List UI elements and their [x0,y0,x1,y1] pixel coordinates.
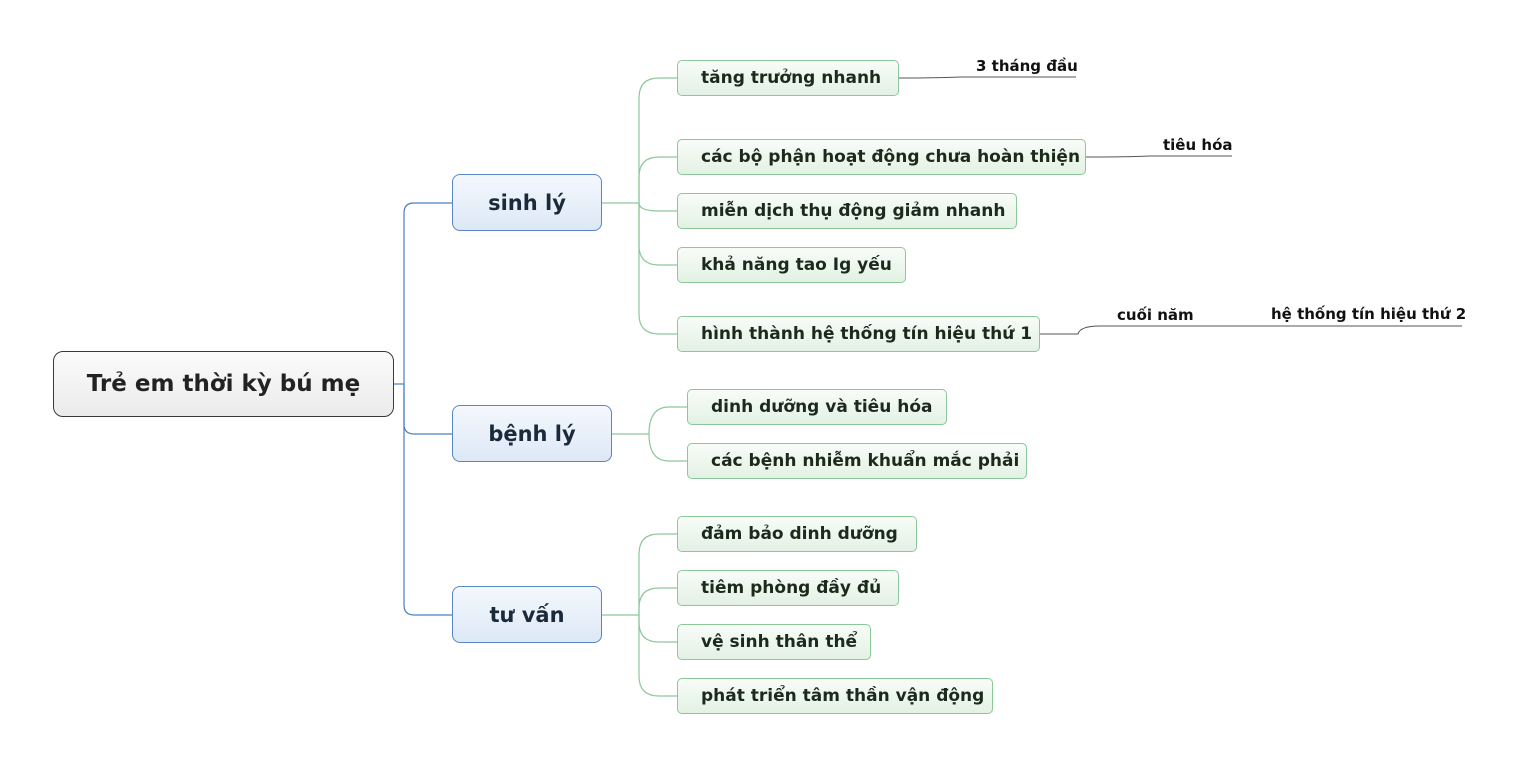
subtopic-kha-nang-tao-ig[interactable]: khả năng tao Ig yếu [677,247,906,283]
subtopic-label: hình thành hệ thống tín hiệu thứ 1 [701,324,1033,344]
note-cuoi-nam[interactable]: cuối năm [1117,306,1194,324]
subtopic-label: đảm bảo dinh dưỡng [701,524,898,544]
subtopic-label: phát triển tâm thần vận động [701,686,985,706]
subtopic-tiem-phong[interactable]: tiêm phòng đầy đủ [677,570,899,606]
connector-root-tu-van [403,384,452,616]
connector-benh-ly-2 [648,433,687,462]
connector-sinh-ly-3 [638,202,677,212]
note-line-tieu-hoa [1085,155,1232,158]
subtopic-label: vệ sinh thân thể [701,632,858,652]
subtopic-mien-dich[interactable]: miễn dịch thụ động giảm nhanh [677,193,1017,229]
connector-tu-van-1 [638,533,677,615]
subtopic-tang-truong-nhanh[interactable]: tăng trưởng nhanh [677,60,899,96]
connector-tu-van-3 [638,615,677,643]
connector-benh-ly-1 [648,406,687,435]
note-3-thang-dau[interactable]: 3 tháng đầu [976,57,1078,75]
subtopic-label: tiêm phòng đầy đủ [701,578,882,598]
connector-sinh-ly-5 [638,203,677,335]
subtopic-phat-trien-tam-than[interactable]: phát triển tâm thần vận động [677,678,993,714]
subtopic-label: các bệnh nhiễm khuẩn mắc phải [711,451,1020,471]
subtopic-benh-nhiem-khuan[interactable]: các bệnh nhiễm khuẩn mắc phải [687,443,1027,479]
sub-connectors [602,77,687,697]
subtopic-dinh-duong-tieu-hoa[interactable]: dinh dưỡng và tiêu hóa [687,389,947,425]
note-connectors [898,76,1462,335]
subtopic-label: miễn dịch thụ động giảm nhanh [701,201,1006,221]
connector-sinh-ly-4 [638,203,677,266]
branch-benh-ly-label: bệnh lý [488,421,576,446]
root-topic-label: Trẻ em thời kỳ bú mẹ [86,371,361,397]
subtopic-hinh-thanh[interactable]: hình thành hệ thống tín hiệu thứ 1 [677,316,1040,352]
subtopic-cac-bo-phan[interactable]: các bộ phận hoạt động chưa hoàn thiện [677,139,1086,175]
subtopic-label: tăng trưởng nhanh [701,68,882,88]
connector-sinh-ly-1 [638,77,677,203]
connector-sinh-ly-2 [638,156,677,203]
branch-tu-van-label: tư vấn [489,602,565,627]
branch-sinh-ly[interactable]: sinh lý [452,174,602,231]
note-he-thong-tin-hieu-2[interactable]: hệ thống tín hiệu thứ 2 [1271,305,1467,323]
connector-root-benh-ly [403,384,452,435]
branch-benh-ly[interactable]: bệnh lý [452,405,612,462]
note-line-3-thang-dau [898,76,1076,79]
subtopic-dam-bao-dinh-duong[interactable]: đảm bảo dinh dưỡng [677,516,917,552]
subtopic-ve-sinh[interactable]: vệ sinh thân thể [677,624,871,660]
root-topic[interactable]: Trẻ em thời kỳ bú mẹ [53,351,394,417]
subtopic-label: dinh dưỡng và tiêu hóa [711,397,933,417]
connector-tu-van-4 [638,615,677,697]
branch-sinh-ly-label: sinh lý [488,190,566,215]
note-line-cuoi-nam [1040,325,1194,335]
note-tieu-hoa[interactable]: tiêu hóa [1163,136,1233,154]
subtopic-label: khả năng tao Ig yếu [701,255,892,275]
subtopic-label: các bộ phận hoạt động chưa hoàn thiện [701,147,1081,167]
branch-tu-van[interactable]: tư vấn [452,586,602,643]
main-connectors [394,202,452,616]
connector-root-sinh-ly [403,202,452,384]
connector-tu-van-2 [638,587,677,615]
